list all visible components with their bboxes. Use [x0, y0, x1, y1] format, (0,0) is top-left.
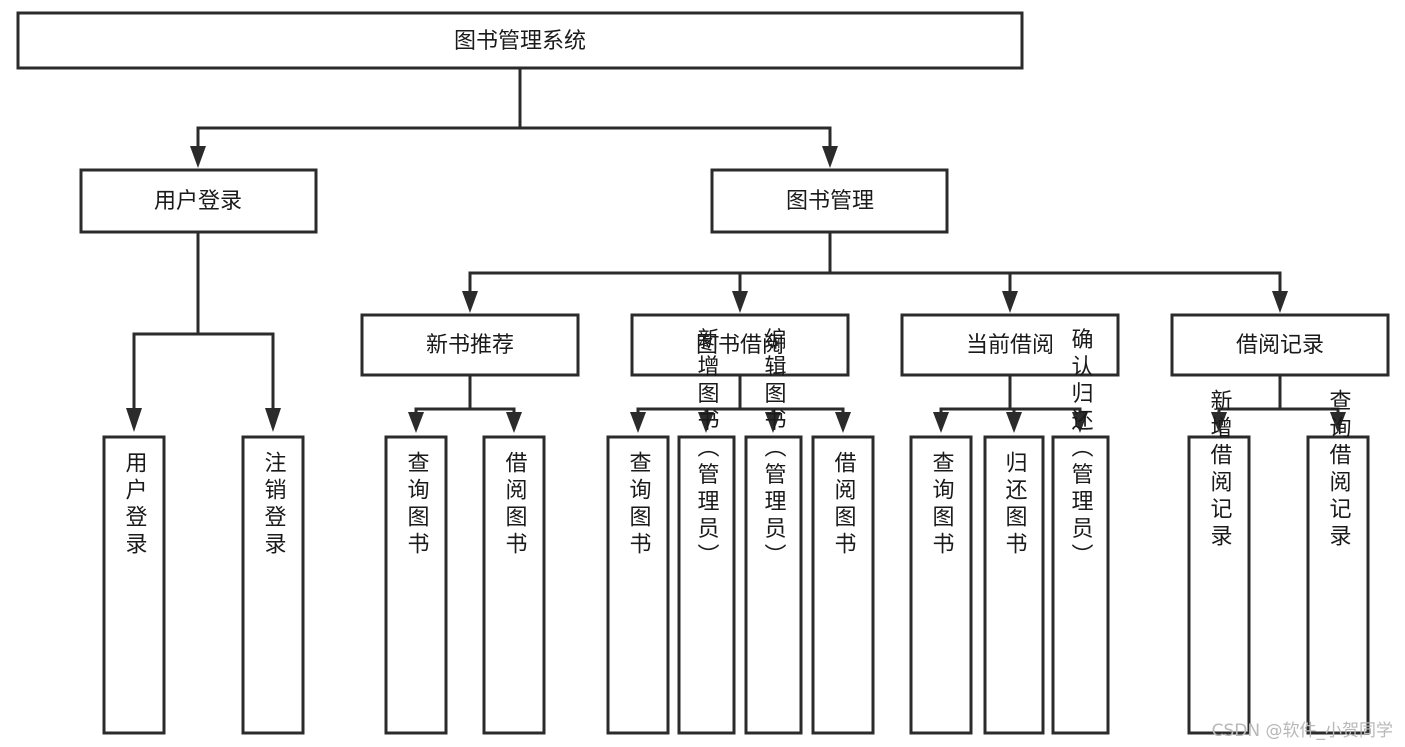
node-leaf-query-record-label: 查询借阅记录: [1326, 389, 1352, 551]
node-leaf-return-book-label: 归还图书: [1002, 451, 1028, 559]
node-borrow-record[interactable]: 借阅记录: [1170, 313, 1390, 377]
node-new-book-recommend-box[interactable]: [360, 313, 580, 377]
connector-group-book-manage: [462, 230, 1288, 313]
arrowhead-leaf-edit-book: [765, 412, 781, 433]
node-current-borrow-box[interactable]: [900, 313, 1120, 377]
node-leaf-confirm-return-box[interactable]: [1051, 435, 1110, 735]
node-leaf-query-book-3-box[interactable]: [909, 435, 973, 735]
connector-group-root: [190, 66, 838, 168]
arrowhead-current-borrow: [1002, 291, 1018, 313]
node-leaf-borrow-book-1-box[interactable]: [482, 435, 546, 735]
node-new-book-recommend[interactable]: 新书推荐: [360, 313, 580, 377]
node-user-login[interactable]: 用户登录: [79, 168, 318, 234]
node-leaf-edit-book[interactable]: 编辑图书（管理员）: [744, 328, 803, 735]
node-leaf-logout-label: 注销登录: [261, 451, 287, 559]
node-leaf-query-book-3[interactable]: 查询图书: [909, 435, 973, 735]
arrowhead-book-borrow: [732, 291, 748, 313]
node-current-borrow[interactable]: 当前借阅: [900, 313, 1120, 377]
node-book-borrow[interactable]: 图书借阅: [630, 313, 850, 377]
node-leaf-confirm-return[interactable]: 确认归还（管理员）: [1051, 328, 1110, 735]
arrowhead-leaf-add-book: [698, 412, 714, 433]
arrowhead-leaf-query-record: [1330, 412, 1346, 433]
arrowhead-leaf-add-record: [1211, 412, 1227, 433]
node-leaf-add-record-box[interactable]: [1187, 435, 1251, 735]
node-leaf-query-book-1[interactable]: 查询图书: [384, 435, 448, 735]
node-root-label: 图书管理系统: [454, 29, 586, 54]
connector-group-book-borrow: [630, 373, 851, 433]
node-borrow-record-label: 借阅记录: [1236, 333, 1324, 358]
node-leaf-borrow-book-1[interactable]: 借阅图书: [482, 435, 546, 735]
node-leaf-borrow-book-2[interactable]: 借阅图书: [811, 435, 875, 735]
node-leaf-return-book-box[interactable]: [983, 435, 1045, 735]
node-book-borrow-label: 图书借阅: [696, 333, 784, 358]
connector-group-current-borrow: [933, 373, 1088, 433]
node-leaf-add-book-box[interactable]: [677, 435, 736, 735]
node-leaf-add-book[interactable]: 新增图书（管理员）: [677, 328, 736, 735]
node-leaf-query-book-2-label: 查询图书: [626, 451, 652, 559]
node-leaf-query-record-box[interactable]: [1306, 435, 1370, 735]
arrowhead-leaf-confirm-return: [1072, 412, 1088, 433]
node-leaf-add-record-label: 新增借阅记录: [1207, 389, 1233, 551]
node-leaf-add-book-label: 新增图书（管理员）: [694, 328, 720, 571]
node-borrow-record-box[interactable]: [1170, 313, 1390, 377]
arrowhead-leaf-return-book: [1006, 412, 1022, 433]
node-book-manage-box[interactable]: [710, 168, 949, 234]
arrowhead-user-login: [190, 146, 206, 168]
node-leaf-logout-box[interactable]: [241, 435, 305, 735]
node-leaf-query-book-1-label: 查询图书: [404, 451, 430, 559]
node-leaf-confirm-return-label: 确认归还（管理员）: [1068, 328, 1094, 571]
node-leaf-borrow-book-2-box[interactable]: [811, 435, 875, 735]
node-book-manage-label: 图书管理: [786, 189, 874, 214]
arrowhead-leaf-borrow-book-1: [506, 412, 522, 433]
node-book-manage[interactable]: 图书管理: [710, 168, 949, 234]
node-leaf-borrow-book-1-label: 借阅图书: [502, 451, 528, 559]
node-root-box[interactable]: [16, 11, 1024, 70]
arrowhead-book-manage: [822, 146, 838, 168]
node-leaf-user-login-label: 用户登录: [122, 451, 148, 559]
node-leaf-query-book-1-box[interactable]: [384, 435, 448, 735]
node-leaf-logout[interactable]: 注销登录: [241, 435, 305, 735]
node-root[interactable]: 图书管理系统: [16, 11, 1024, 70]
node-leaf-edit-book-box[interactable]: [744, 435, 803, 735]
node-leaf-query-record[interactable]: 查询借阅记录: [1306, 389, 1370, 735]
arrowhead-new-book-recommend: [462, 291, 478, 313]
arrowhead-leaf-query-book-3: [933, 412, 949, 433]
node-user-login-label: 用户登录: [154, 189, 242, 214]
node-leaf-query-book-3-label: 查询图书: [929, 451, 955, 559]
node-leaf-add-record[interactable]: 新增借阅记录: [1187, 389, 1251, 735]
node-leaf-query-book-2[interactable]: 查询图书: [606, 435, 670, 735]
node-leaf-borrow-book-2-label: 借阅图书: [831, 451, 857, 559]
node-leaf-edit-book-label: 编辑图书（管理员）: [761, 328, 787, 571]
arrowhead-borrow-record: [1272, 291, 1288, 313]
arrowhead-leaf-logout: [265, 408, 281, 432]
node-leaf-return-book[interactable]: 归还图书: [983, 435, 1045, 735]
node-leaf-user-login[interactable]: 用户登录: [102, 435, 166, 735]
connector-group-user-login: [126, 230, 281, 432]
arrowhead-leaf-borrow-book-2: [835, 412, 851, 433]
node-leaf-query-book-2-box[interactable]: [606, 435, 670, 735]
node-leaf-user-login-box[interactable]: [102, 435, 166, 735]
node-new-book-recommend-label: 新书推荐: [426, 333, 514, 358]
arrowhead-leaf-query-book-2: [630, 412, 646, 433]
arrowhead-leaf-query-book-1: [408, 412, 424, 433]
node-book-borrow-box[interactable]: [630, 313, 850, 377]
node-current-borrow-label: 当前借阅: [966, 333, 1054, 358]
connector-group-new-book-recommend: [408, 373, 522, 433]
connector-group-borrow-record: [1211, 373, 1346, 433]
node-user-login-box[interactable]: [79, 168, 318, 234]
arrowhead-leaf-user-login: [126, 408, 142, 432]
